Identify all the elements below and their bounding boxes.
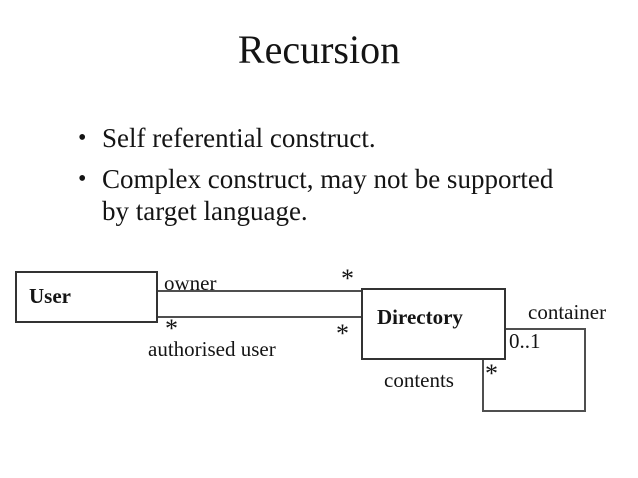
bullet-dot-icon: • (78, 125, 87, 151)
bullet-list: • Self referential construct. • Complex … (78, 122, 564, 236)
self-association-line-top (506, 328, 586, 330)
bullet-dot-icon: • (78, 166, 87, 192)
authorised-user-association-line (158, 316, 361, 318)
authorised-user-directory-multiplicity: * (336, 319, 349, 348)
bullet-item: • Complex construct, may not be supporte… (78, 163, 564, 227)
slide-title: Recursion (237, 27, 401, 72)
owner-directory-multiplicity: * (341, 264, 354, 293)
self-association-line-bottom (482, 410, 586, 412)
bullet-item: • Self referential construct. (78, 122, 564, 154)
container-role-label: container (528, 300, 607, 324)
contents-role-label: contents (384, 368, 454, 392)
owner-association-line (158, 290, 361, 292)
owner-role-label: owner (164, 271, 217, 295)
contents-multiplicity: * (485, 359, 498, 388)
class-name-directory: Directory (377, 305, 463, 329)
authorised-user-user-multiplicity: * (165, 314, 178, 343)
bullet-text: Self referential construct. (102, 123, 376, 153)
class-name-user: User (29, 284, 71, 308)
self-association-line-right (584, 328, 586, 412)
bullet-text: Complex construct, may not be supported … (102, 164, 554, 226)
container-multiplicity: 0..1 (509, 329, 541, 353)
self-association-line-left (482, 359, 484, 412)
class-box-user: User (15, 271, 158, 323)
class-box-directory: Directory (361, 288, 506, 360)
authorised-user-role-label: authorised user (148, 337, 276, 361)
